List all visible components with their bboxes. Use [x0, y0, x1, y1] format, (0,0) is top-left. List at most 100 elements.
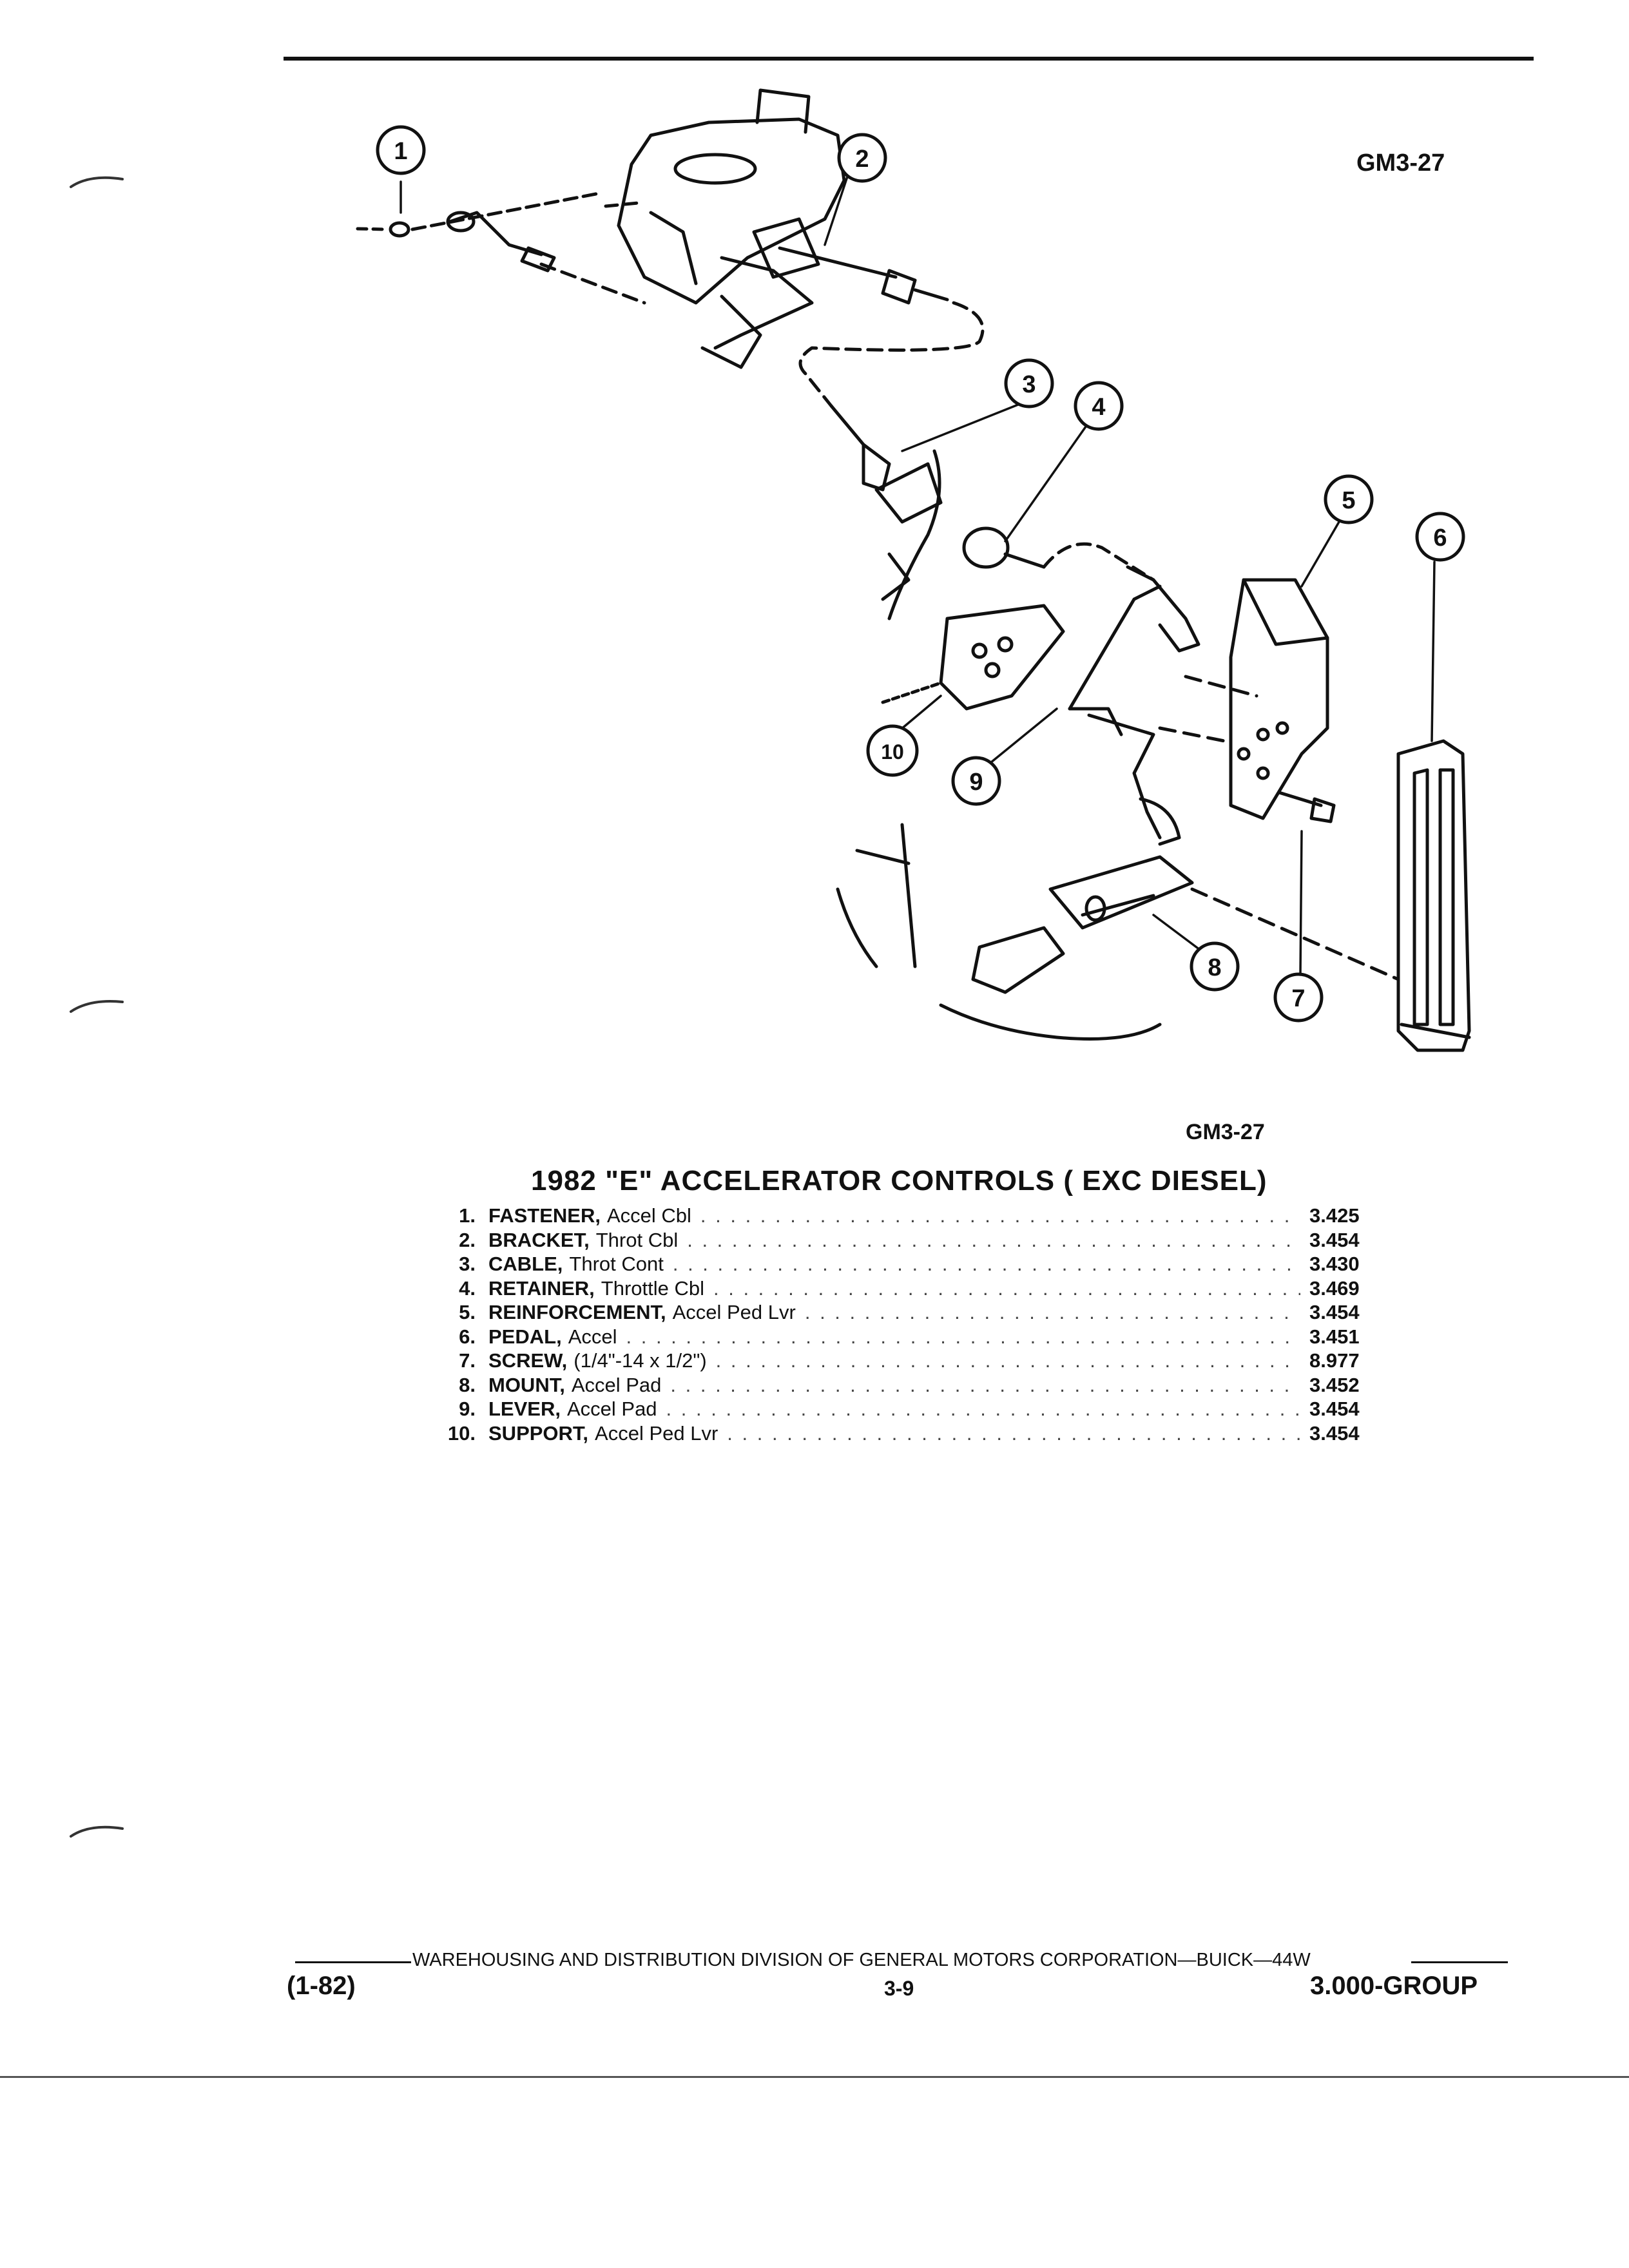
- item-number: 3.: [459, 1253, 476, 1275]
- leader-dots: [666, 1397, 1300, 1421]
- item-description: Accel Ped Lvr: [672, 1301, 796, 1323]
- leader-dots: [626, 1325, 1301, 1349]
- svg-text:10: 10: [881, 740, 904, 764]
- svg-text:4: 4: [1092, 394, 1105, 421]
- leader-dots: [805, 1300, 1300, 1325]
- item-name: SCREW,: [488, 1349, 568, 1372]
- svg-text:3: 3: [1022, 371, 1036, 398]
- leader-dots: [670, 1373, 1300, 1398]
- item-number: 2.: [459, 1228, 476, 1251]
- callout-5: 5: [1324, 474, 1374, 524]
- reinforcement-drawing: [1158, 578, 1329, 820]
- item-group-ref: 3.452: [1309, 1373, 1360, 1396]
- callout-8: 8: [1190, 941, 1240, 992]
- item-group-ref: 8.977: [1309, 1349, 1360, 1372]
- item-group-ref: 3.454: [1309, 1228, 1360, 1251]
- item-description: (1/4"-14 x 1/2"): [574, 1349, 707, 1372]
- list-item: 10. SUPPORT, Accel Ped Lvr 3.454: [425, 1421, 1392, 1446]
- item-name: MOUNT,: [488, 1373, 565, 1396]
- svg-text:8: 8: [1208, 954, 1221, 981]
- top-rule: [284, 57, 1534, 61]
- callout-7: 7: [1273, 972, 1324, 1023]
- item-name: PEDAL,: [488, 1325, 562, 1348]
- footer-date: (1-82): [287, 1972, 356, 2000]
- figure-id-bottom: GM3-27: [1186, 1120, 1265, 1144]
- list-item: 8. MOUNT, Accel Pad 3.452: [425, 1373, 1392, 1398]
- item-number: 4.: [459, 1276, 476, 1300]
- footer-division: WAREHOUSING AND DISTRIBUTION DIVISION OF…: [412, 1950, 1311, 1970]
- callout-6: 6: [1415, 512, 1465, 562]
- carburetor-drawing: [617, 88, 846, 350]
- item-description: Accel Ped Lvr: [595, 1421, 718, 1445]
- list-item: 5. REINFORCEMENT, Accel Ped Lvr 3.454: [425, 1300, 1392, 1325]
- firewall-drawing: [874, 449, 1200, 653]
- mount-drawing: [836, 823, 1400, 1041]
- item-name: CABLE,: [488, 1253, 563, 1275]
- callout-4: 4: [1074, 381, 1124, 431]
- leader-dots: [727, 1421, 1300, 1446]
- svg-text:1: 1: [394, 138, 407, 165]
- item-description: Accel: [568, 1325, 617, 1348]
- item-group-ref: 3.451: [1309, 1325, 1360, 1348]
- callout-9: 9: [951, 756, 1001, 806]
- item-group-ref: 3.454: [1309, 1301, 1360, 1323]
- list-item: 3. CABLE, Throt Cont 3.430: [425, 1252, 1392, 1276]
- figure-id-top: GM3-27: [1356, 149, 1445, 177]
- item-group-ref: 3.454: [1309, 1421, 1360, 1445]
- item-group-ref: 3.430: [1309, 1253, 1360, 1275]
- bracket-drawing: [700, 217, 985, 492]
- callout-3: 3: [1004, 358, 1054, 408]
- item-description: Throttle Cbl: [601, 1276, 704, 1300]
- leader-dots: [716, 1349, 1300, 1373]
- svg-text:5: 5: [1342, 487, 1355, 514]
- leader-dots: [713, 1276, 1300, 1301]
- item-number: 9.: [459, 1398, 476, 1420]
- item-group-ref: 3.454: [1309, 1398, 1360, 1420]
- item-name: FASTENER,: [488, 1204, 601, 1227]
- list-item: 2. BRACKET, Throt Cbl 3.454: [425, 1228, 1392, 1253]
- item-name: SUPPORT,: [488, 1421, 589, 1445]
- item-number: 8.: [459, 1373, 476, 1396]
- svg-text:9: 9: [969, 769, 983, 796]
- callout-2: 2: [837, 133, 887, 183]
- item-group-ref: 3.425: [1309, 1204, 1360, 1227]
- fastener-drawing: [356, 191, 646, 305]
- bottom-rule: [0, 2076, 1629, 2078]
- item-number: 7.: [459, 1349, 476, 1372]
- list-item: 7. SCREW, (1/4"-14 x 1/2") 8.977: [425, 1349, 1392, 1373]
- item-group-ref: 3.469: [1309, 1276, 1360, 1300]
- accelerator-controls-illustration: 1 2 3 4 5 6 7 8 9 10: [356, 88, 1471, 1052]
- item-description: Accel Pad: [566, 1398, 657, 1420]
- parts-list: 1. FASTENER, Accel Cbl 3.425 2. BRACKET,…: [425, 1204, 1392, 1445]
- list-item: 9. LEVER, Accel Pad 3.454: [425, 1397, 1392, 1421]
- svg-text:7: 7: [1291, 985, 1305, 1012]
- parts-list-title: 1982 "E" ACCELERATOR CONTROLS ( EXC DIES…: [531, 1165, 1268, 1196]
- item-number: 6.: [459, 1325, 476, 1348]
- item-name: BRACKET,: [488, 1228, 590, 1251]
- footer-page-number: 3-9: [884, 1977, 914, 2000]
- item-number: 1.: [459, 1204, 476, 1227]
- screw-drawing: [1277, 791, 1336, 823]
- item-number: 5.: [459, 1301, 476, 1323]
- svg-text:6: 6: [1433, 524, 1447, 552]
- item-description: Throt Cbl: [595, 1228, 679, 1251]
- item-description: Throt Cont: [569, 1253, 664, 1275]
- item-name: LEVER,: [488, 1398, 561, 1420]
- footer-right-dash: [1411, 1961, 1508, 1963]
- lever-drawing: [881, 584, 1181, 846]
- callout-10: 10: [866, 724, 919, 777]
- item-name: RETAINER,: [488, 1276, 595, 1300]
- svg-text:2: 2: [855, 146, 869, 173]
- leader-dots: [687, 1228, 1300, 1253]
- item-description: Accel Pad: [571, 1373, 662, 1396]
- list-item: 6. PEDAL, Accel 3.451: [425, 1325, 1392, 1349]
- pedal-drawing: [1396, 739, 1471, 1052]
- item-number: 10.: [447, 1421, 476, 1445]
- leader-lines: [400, 169, 1436, 975]
- item-name: REINFORCEMENT,: [488, 1301, 666, 1323]
- scan-margin-marks: [70, 176, 124, 1838]
- item-description: Accel Cbl: [606, 1204, 691, 1227]
- footer-left-dash: [295, 1961, 411, 1963]
- leader-dots: [700, 1204, 1300, 1228]
- callout-1: 1: [376, 125, 426, 175]
